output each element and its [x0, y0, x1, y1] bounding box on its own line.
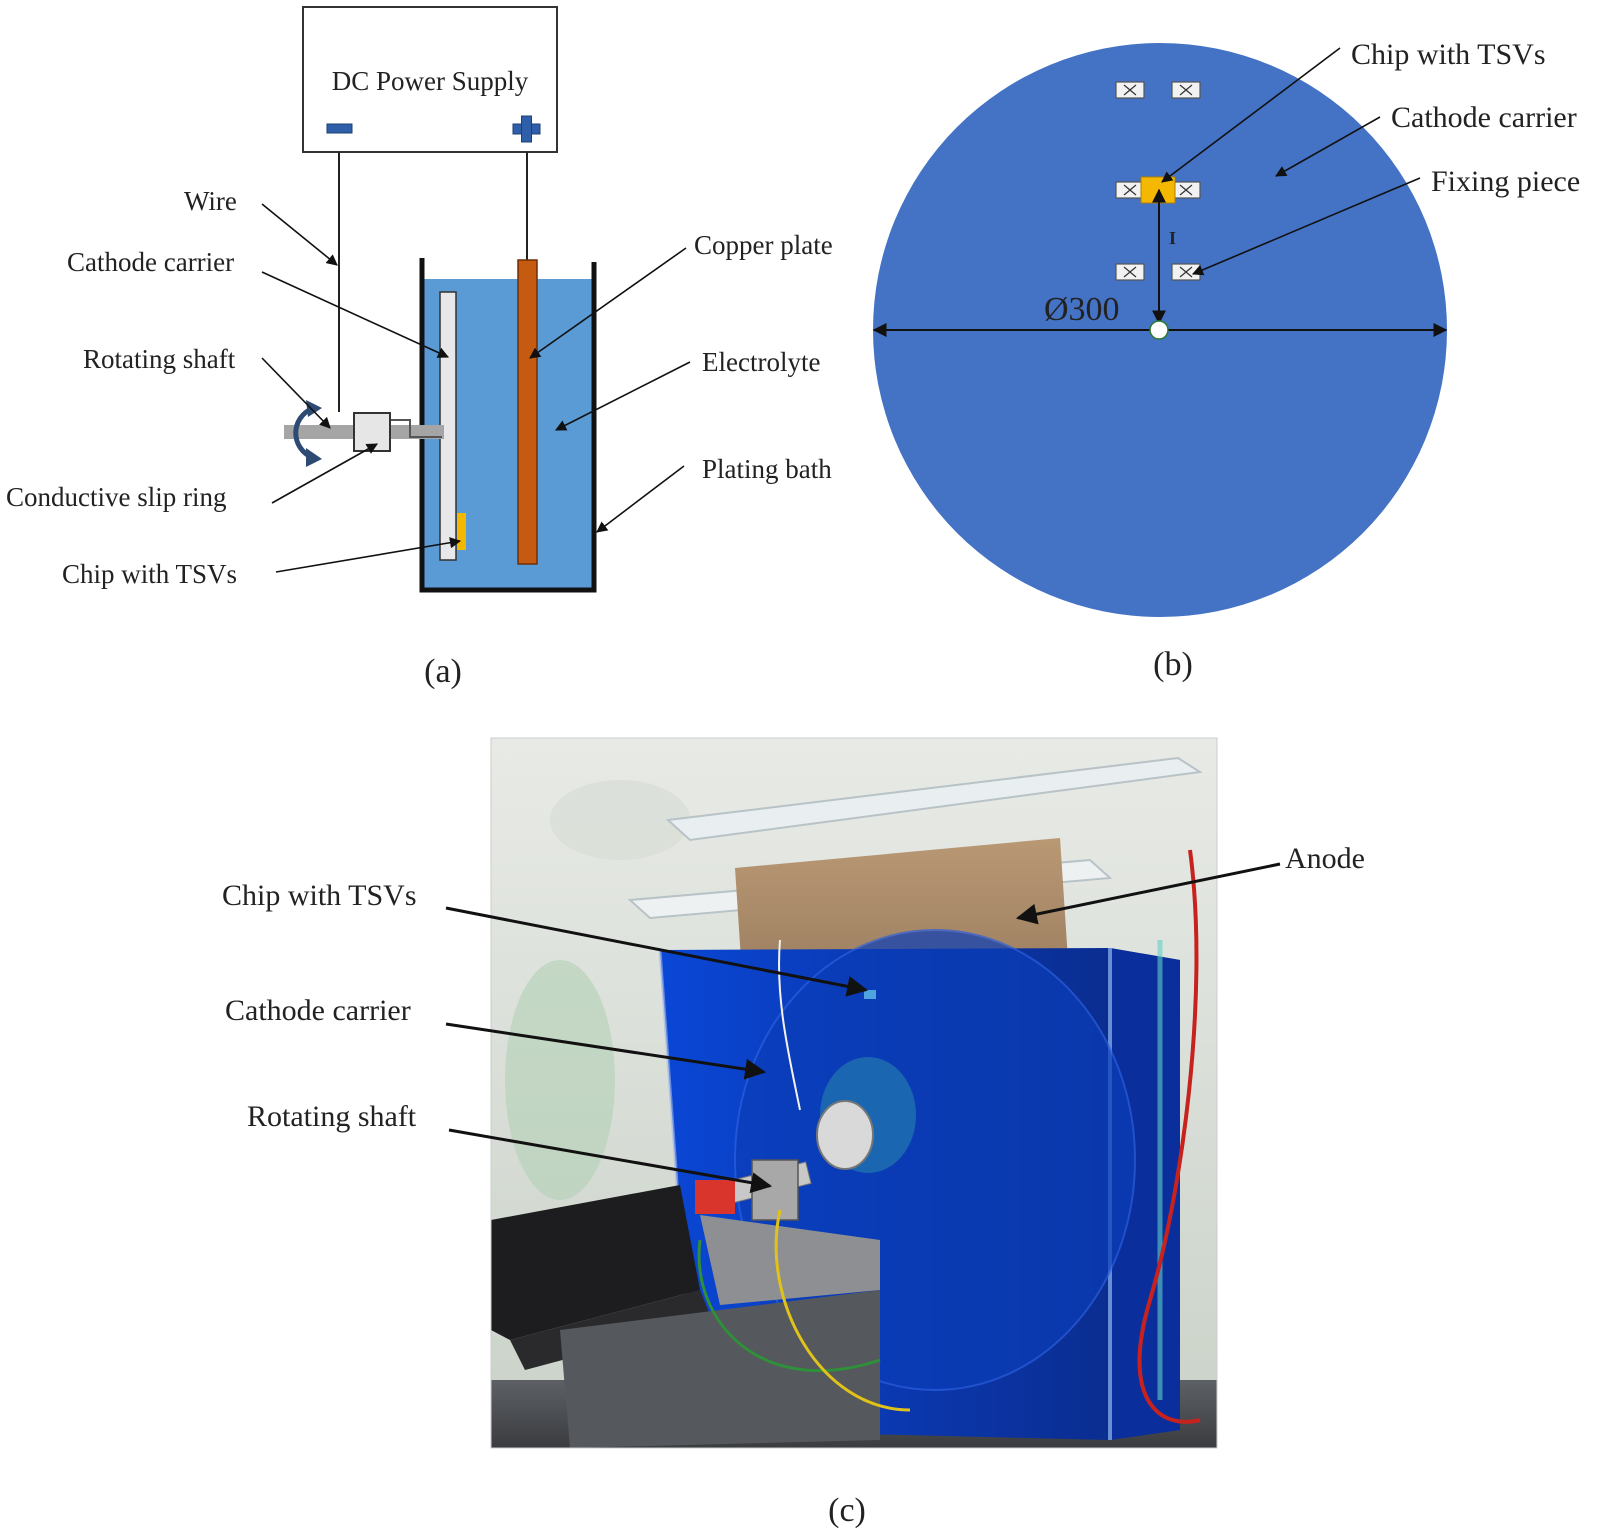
label-chip: Chip with TSVs	[1351, 38, 1546, 71]
label-cathode-carrier: Cathode carrier	[225, 994, 411, 1027]
label-anode: Anode	[1285, 842, 1365, 875]
panel-c-leaders	[445, 862, 1281, 1194]
label-electrolyte: Electrolyte	[702, 347, 820, 377]
caption-b: (b)	[1153, 646, 1193, 683]
plus-terminal-icon	[512, 115, 541, 143]
minus-terminal-icon	[326, 123, 353, 134]
label-chip: Chip with TSVs	[62, 559, 237, 589]
panel-b-leaders	[1161, 47, 1421, 276]
conductive-slip-ring	[353, 412, 391, 452]
fixing-piece-icon	[1115, 263, 1145, 281]
chip-with-tsvs	[457, 513, 466, 550]
label-wire: Wire	[184, 186, 237, 216]
fixing-piece-icon	[1171, 181, 1201, 199]
label-copper-plate: Copper plate	[694, 230, 833, 260]
label-fixing-piece: Fixing piece	[1431, 165, 1580, 198]
fixing-pieces	[1115, 81, 1201, 281]
plating-bath-walls	[419, 258, 597, 593]
label-plating-bath: Plating bath	[702, 454, 832, 484]
center-hole	[1149, 320, 1169, 340]
shaft-bend	[390, 419, 442, 438]
experimental-setup-photo	[490, 737, 1218, 1449]
label-rotating-shaft: Rotating shaft	[83, 344, 236, 374]
diameter-label: Ø300	[1044, 291, 1120, 328]
rotation-arrowhead-icon	[306, 400, 322, 467]
caption-a: (a)	[424, 653, 462, 690]
panel-c: Chip with TSVs Cathode carrier Rotating …	[222, 737, 1365, 1529]
label-slip-ring: Conductive slip ring	[6, 482, 226, 512]
panel-a-leaders	[261, 203, 691, 573]
panel-b: I Ø300 Chip with TSVs Cathode carrier Fi…	[872, 38, 1580, 683]
label-chip: Chip with TSVs	[222, 879, 417, 912]
caption-c: (c)	[828, 1492, 866, 1529]
label-cathode-carrier: Cathode carrier	[1391, 101, 1577, 134]
label-cathode-carrier: Cathode carrier	[67, 247, 234, 277]
label-rotating-shaft: Rotating shaft	[247, 1100, 417, 1133]
fixing-piece-icon	[1171, 81, 1201, 99]
copper-plate	[517, 259, 538, 565]
fixing-piece-icon	[1115, 181, 1145, 199]
small-dimension-mark: I	[1169, 228, 1176, 248]
fixing-piece-icon	[1115, 81, 1145, 99]
panel-a: DC Power Supply Wire Cathode carrier Rot…	[6, 6, 833, 690]
dc-power-supply-label: DC Power Supply	[332, 66, 529, 96]
